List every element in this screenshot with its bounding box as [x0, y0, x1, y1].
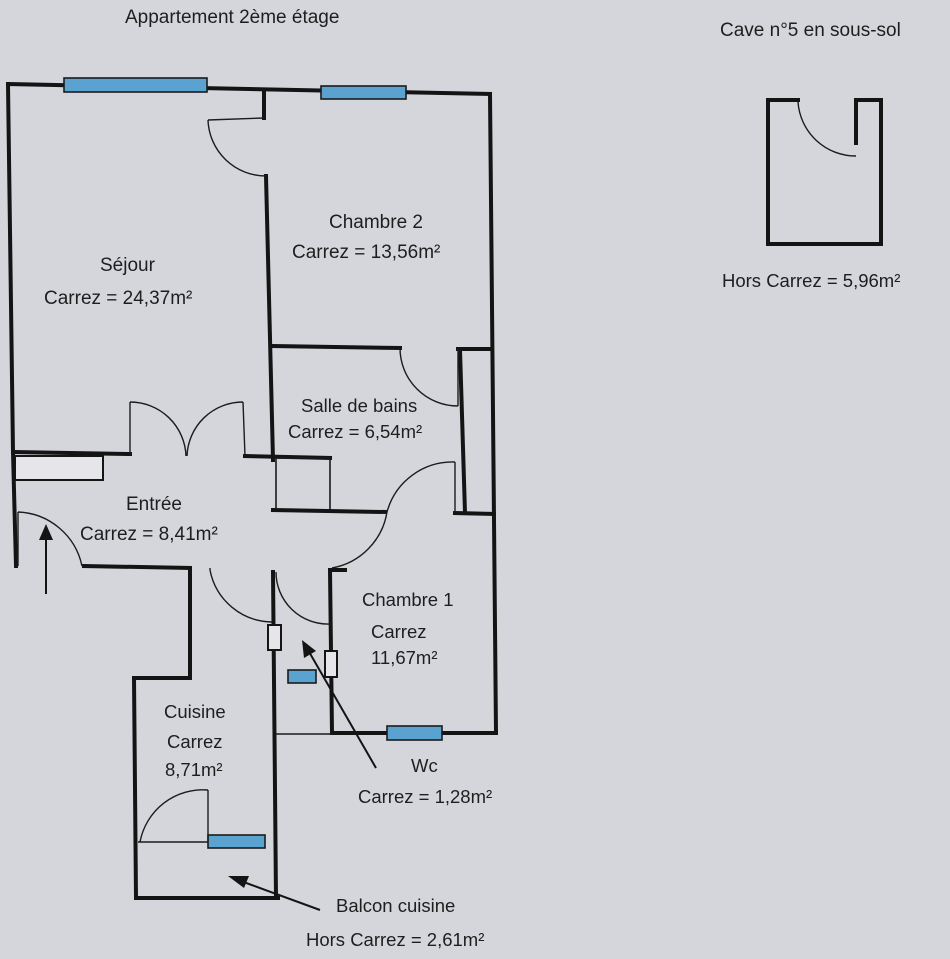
window-cuisine — [207, 834, 266, 849]
frame-left — [267, 624, 282, 651]
cave-door — [797, 101, 857, 157]
wall-entree-left — [10, 449, 19, 569]
wall-left-sejour — [5, 81, 16, 455]
room-area-chambre2: Carrez = 13,56m² — [292, 242, 440, 263]
wall-ch2-sdb — [270, 343, 403, 351]
room-area-value-cuisine: 8,71m² — [165, 759, 223, 780]
cave-area: Hors Carrez = 5,96m² — [722, 270, 900, 291]
room-area-entree: Carrez = 8,41m² — [80, 524, 218, 545]
room-area-label-chambre1: Carrez — [371, 621, 427, 642]
wall-cuisine-left — [131, 675, 139, 901]
door-sejour-left — [129, 401, 187, 457]
room-name-balcon: Balcon cuisine — [336, 895, 455, 916]
door-sejour-right — [186, 401, 244, 457]
windows — [63, 77, 443, 849]
wall-cuisine-right — [270, 569, 279, 901]
apartment-walls — [5, 81, 499, 901]
cave-plan — [766, 98, 883, 246]
pointer-arrow-wc — [302, 640, 377, 769]
wall-sdb-bottom — [270, 507, 388, 515]
apartment-title: Appartement 2ème étage — [125, 7, 339, 28]
wall-sejour-ch2 — [263, 173, 276, 463]
wall-sdb-bottom-right — [452, 510, 497, 517]
door-sdb — [399, 347, 459, 407]
cave-walls — [766, 98, 883, 246]
door-wc — [275, 571, 331, 625]
room-name-cuisine: Cuisine — [164, 701, 226, 722]
pointer-arrow-balcon — [228, 876, 321, 911]
room-name-chambre2: Chambre 2 — [329, 212, 423, 233]
room-area-sejour: Carrez = 24,37m² — [44, 288, 192, 309]
closet-entree — [14, 455, 104, 481]
room-name-entree: Entrée — [126, 494, 182, 515]
room-name-chambre1: Chambre 1 — [362, 589, 454, 610]
entry-arrow-icon — [39, 524, 53, 594]
wall-sejour-bottom-left — [10, 449, 133, 457]
room-area-balcon: Hors Carrez = 2,61m² — [306, 929, 484, 950]
door-chambre2 — [207, 119, 267, 177]
room-area-value-chambre1: 11,67m² — [371, 647, 438, 668]
wall-sdb-closet — [457, 347, 468, 516]
room-area-label-cuisine: Carrez — [167, 731, 223, 752]
window-wc — [287, 669, 317, 684]
frame-right — [324, 650, 338, 678]
cave-title: Cave n°5 en sous-sol — [720, 20, 901, 41]
doors — [17, 117, 459, 843]
window-sejour — [63, 77, 208, 93]
room-name-sejour: Séjour — [100, 255, 156, 276]
door-entree — [17, 511, 83, 567]
room-name-wc: Wc — [411, 755, 438, 776]
window-chambre2 — [320, 85, 407, 100]
window-chambre1 — [386, 725, 443, 741]
wall-entree-bottom — [81, 563, 193, 571]
door-cuisine — [209, 569, 273, 623]
room-name-sdb: Salle de bains — [301, 395, 417, 416]
door-balcon — [139, 789, 209, 843]
room-area-sdb: Carrez = 6,54m² — [288, 421, 422, 442]
room-area-wc: Carrez = 1,28m² — [358, 786, 492, 807]
door-chambre1 — [331, 461, 456, 569]
wall-right — [487, 91, 499, 736]
sdb-cabinet — [275, 457, 331, 511]
